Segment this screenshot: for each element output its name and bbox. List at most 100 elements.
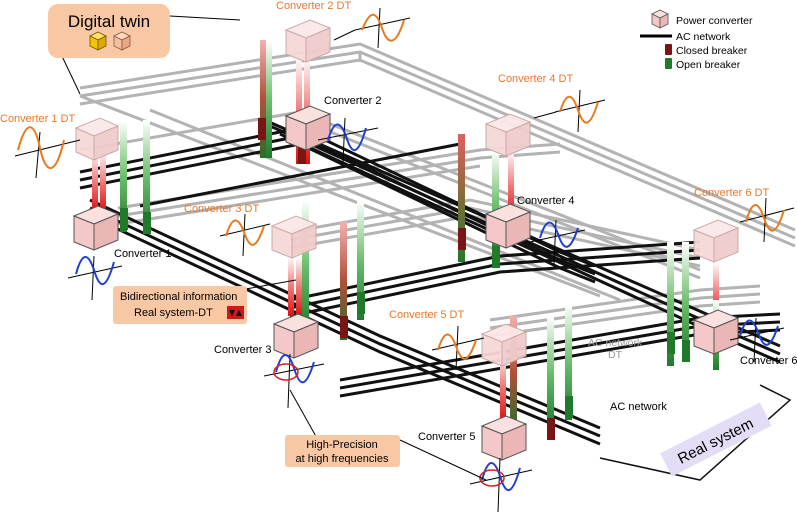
bidir-arrows-icon <box>227 306 244 319</box>
callout-high-precision: High-Precision at high frequencies <box>285 435 400 467</box>
dt-cube-yellow-icon <box>89 31 107 51</box>
breaker-c6-open <box>667 332 675 354</box>
label-converter-1-dt: Converter 1 DT <box>0 113 75 125</box>
cube-dt2 <box>284 19 332 63</box>
digital-twin-box: Digital twin <box>48 4 170 58</box>
cube-dt6 <box>692 219 740 263</box>
breaker-c4-closed <box>458 228 466 250</box>
breaker-c2-closed <box>258 118 266 140</box>
label-converter-3-dt: Converter 3 DT <box>184 203 259 215</box>
callout-precision-line2: at high frequencies <box>296 453 389 465</box>
link-c2-red-1 <box>296 56 302 164</box>
cube-dt1 <box>74 117 120 161</box>
link-c3-red-1 <box>288 256 294 316</box>
label-converter-4-dt: Converter 4 DT <box>498 73 573 85</box>
link-c6-green-1 <box>667 242 674 366</box>
dt-cubes <box>74 19 740 367</box>
digital-twin-title: Digital twin <box>68 12 150 31</box>
link-c6-red <box>713 262 719 322</box>
breaker-c5-open <box>565 396 573 418</box>
label-converter-2: Converter 2 <box>324 95 381 107</box>
legend-closed-breaker: Closed breaker <box>676 45 748 57</box>
precision-highlight-c5 <box>479 469 505 487</box>
breaker-c5-closed <box>547 418 555 440</box>
waveforms <box>14 7 795 513</box>
link-c2-brown <box>260 40 267 158</box>
callout-bidir-line2: Real system-DT <box>134 307 213 319</box>
link-c5-red <box>500 350 506 420</box>
cube-c4 <box>484 203 532 249</box>
breaker-links <box>92 40 719 440</box>
cube-dt5 <box>480 323 528 367</box>
waveform-c3 <box>263 353 325 409</box>
dt-cube-pink-icon <box>113 31 131 51</box>
breaker-c3-closed <box>340 316 348 338</box>
callout-precision-line1: High-Precision <box>306 439 378 451</box>
link-c1-red <box>92 150 98 212</box>
arrow-down-icon <box>229 310 235 316</box>
cube-dt3 <box>270 215 318 259</box>
link-c3-green-2 <box>357 200 364 320</box>
link-c5-brown <box>510 316 517 428</box>
link-c1-green-1 <box>120 120 127 232</box>
real-cubes <box>72 105 740 461</box>
waveform-dt6 <box>739 197 795 243</box>
precision-highlight-c3 <box>273 363 299 381</box>
waveform-dt2 <box>354 7 411 49</box>
legend-open-breaker: Open breaker <box>676 59 741 71</box>
link-c5-green-2 <box>565 304 572 420</box>
label-ac-network-dt-1: AC network <box>588 337 643 349</box>
waveform-dt1 <box>14 126 81 179</box>
waveform-dt3 <box>219 213 271 257</box>
cube-c5 <box>480 415 528 461</box>
label-converter-5: Converter 5 <box>418 431 475 443</box>
cube-c3 <box>272 313 320 359</box>
legend-open-breaker-icon <box>665 58 672 69</box>
legend-power-converter: Power converter <box>676 15 753 27</box>
label-converter-2-dt: Converter 2 DT <box>276 0 351 12</box>
cube-c1 <box>72 205 120 251</box>
link-c3-green <box>302 200 309 330</box>
legend: Power converter AC network Closed breake… <box>640 9 753 71</box>
waveform-c1 <box>67 255 123 301</box>
callout-bidir-line1: Bidirectional information <box>120 291 237 303</box>
label-converter-4: Converter 4 <box>517 195 574 207</box>
waveform-c6 <box>729 317 785 363</box>
link-c6-green-2 <box>682 242 689 362</box>
breaker-c1b-open <box>143 212 151 234</box>
waveform-c4 <box>529 219 586 265</box>
breaker-c2b-closed <box>298 138 306 164</box>
breaker-c1-open <box>120 208 128 230</box>
label-ac-network-dt-2: DT <box>608 349 623 361</box>
link-c3-red-2 <box>296 256 302 316</box>
label-converter-3: Converter 3 <box>214 344 271 356</box>
label-converter-1: Converter 1 <box>114 248 171 260</box>
label-ac-network: AC network <box>610 401 667 413</box>
callout-bidirectional: Bidirectional information Real system-DT <box>113 286 247 324</box>
arrow-up-icon <box>236 310 242 316</box>
breaker-c4-open <box>492 246 500 268</box>
link-c2-green <box>266 40 272 158</box>
cube-c6 <box>692 309 740 355</box>
link-c4-brown <box>458 134 465 262</box>
link-c5-green-1 <box>547 316 554 428</box>
legend-closed-breaker-icon <box>665 44 672 55</box>
waveform-dt4 <box>554 89 606 133</box>
real-system-boundary <box>599 384 792 481</box>
link-c4-red <box>508 150 514 220</box>
label-converter-5-dt: Converter 5 DT <box>389 309 464 321</box>
link-c1-green-2 <box>143 120 150 232</box>
breaker-c6b-open <box>682 340 690 362</box>
link-c4-green-1 <box>492 150 499 260</box>
breaker-c3-open <box>357 292 365 314</box>
waveform-c5 <box>469 457 533 513</box>
link-c3-brown <box>340 222 347 340</box>
label-converter-6: Converter 6 <box>740 355 797 367</box>
legend-power-converter-icon <box>651 9 669 29</box>
cube-c2 <box>284 105 332 151</box>
legend-ac-network: AC network <box>676 31 731 43</box>
waveform-c2 <box>317 117 379 163</box>
link-c1-red-2 <box>100 150 106 212</box>
